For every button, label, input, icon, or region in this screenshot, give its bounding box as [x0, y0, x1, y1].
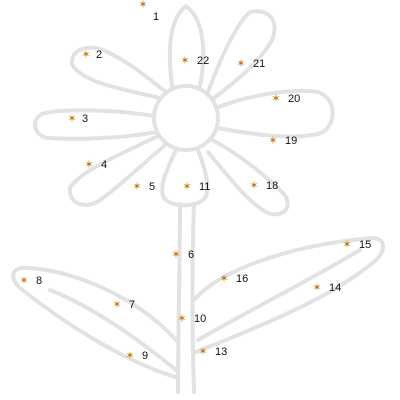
dot-number-label: 19 — [285, 135, 297, 147]
dot-marker: ✶ — [19, 274, 28, 287]
stem-outline-right — [190, 202, 196, 394]
dot-number-label: 2 — [96, 49, 102, 61]
dot-number-label: 16 — [236, 273, 248, 285]
dot-marker: ✶ — [342, 238, 351, 251]
dot-number-label: 6 — [188, 249, 194, 261]
dot-number-label: 15 — [359, 239, 371, 251]
dot-number-label: 13 — [215, 346, 227, 358]
numbered-dots: ✶ 1 ✶ 2 ✶ 22 ✶ 21 ✶ 20 ✶ 3 ✶ 19 ✶ 4 ✶ 5 ✶ 11 ✶ 18 ✶ 15 ✶ 6 ✶ 8 ✶ 16 ✶ 1… — [19, 0, 371, 362]
dot-marker: ✶ — [182, 180, 191, 193]
dot-number-label: 9 — [142, 350, 148, 362]
dot-number-label: 22 — [197, 55, 209, 67]
dot-marker: ✶ — [271, 92, 280, 105]
petal-upper-left-outline — [69, 45, 168, 100]
dot-marker: ✶ — [112, 298, 121, 311]
dot-marker: ✶ — [132, 180, 141, 193]
petal-left-outline — [32, 108, 158, 141]
petal-lower-right-outline — [206, 138, 290, 217]
right-leaf-outline — [192, 236, 385, 354]
dot-number-label: 1 — [153, 11, 159, 23]
petal-lower-left-outline — [67, 134, 166, 207]
dot-marker: ✶ — [138, 0, 147, 11]
dot-number-label: 14 — [329, 282, 341, 294]
dot-marker: ✶ — [177, 312, 186, 325]
dot-number-label: 8 — [36, 275, 42, 287]
dot-number-label: 10 — [194, 313, 206, 325]
flower-outline — [11, 4, 385, 394]
dot-number-label: 18 — [266, 180, 278, 192]
petal-right-outline — [214, 88, 335, 139]
stem-outline — [176, 202, 182, 394]
petal-upper-right-outline — [206, 9, 277, 100]
dot-marker: ✶ — [236, 57, 245, 70]
dot-marker: ✶ — [268, 134, 277, 147]
left-leaf-outline — [11, 265, 180, 380]
dot-number-label: 20 — [288, 93, 300, 105]
petal-top-outline — [167, 4, 206, 88]
dot-marker: ✶ — [84, 158, 93, 171]
dot-number-label: 21 — [253, 58, 265, 70]
dot-marker: ✶ — [125, 349, 134, 362]
dot-marker: ✶ — [180, 54, 189, 67]
dot-marker: ✶ — [67, 112, 76, 125]
right-leaf-vein — [196, 248, 362, 342]
dot-number-label: 7 — [129, 299, 135, 311]
petal-lower-outline — [160, 148, 210, 208]
dot-number-label: 4 — [101, 159, 107, 171]
dot-number-label: 3 — [82, 113, 88, 125]
dot-marker: ✶ — [198, 345, 207, 358]
dot-marker: ✶ — [171, 248, 180, 261]
dot-marker: ✶ — [81, 48, 90, 61]
dot-marker: ✶ — [219, 272, 228, 285]
dot-number-label: 11 — [199, 181, 210, 193]
flower-center-outline — [152, 84, 220, 152]
left-leaf-vein — [48, 288, 178, 372]
dot-marker: ✶ — [312, 281, 321, 294]
dot-number-label: 5 — [149, 181, 155, 193]
dot-marker: ✶ — [249, 179, 258, 192]
